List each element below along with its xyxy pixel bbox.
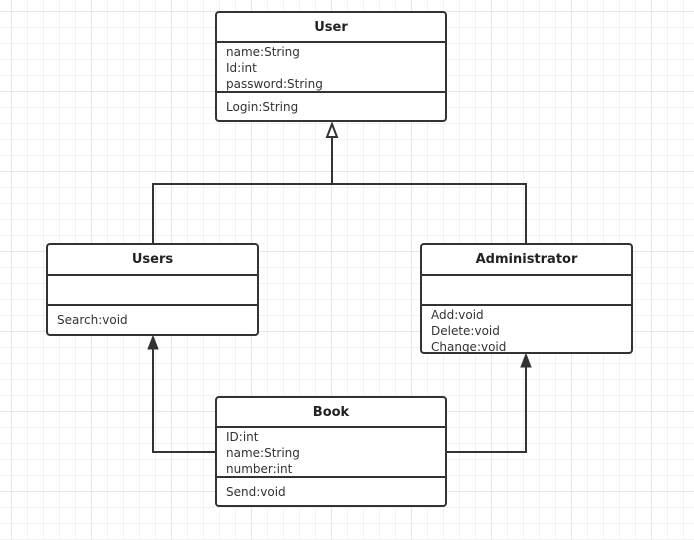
generalization-line-users: [152, 183, 332, 243]
class-name: Administrator: [422, 245, 631, 276]
arrowhead-users-icon: [147, 334, 159, 350]
association-line-book-administrator: [447, 365, 527, 453]
attribute: name:String: [226, 446, 300, 460]
operation: Login:String: [226, 100, 299, 114]
operation: Change:void: [431, 340, 507, 354]
class-user[interactable]: User name:String Id:int password:String …: [215, 11, 447, 122]
class-name: User: [217, 13, 445, 43]
arrowhead-administrator-icon: [520, 352, 532, 368]
attributes-section: [48, 276, 257, 306]
generalization-arrowhead-icon: [325, 121, 339, 138]
attribute: name:String: [226, 45, 300, 59]
attribute: Id:int: [226, 61, 257, 75]
operation: Delete:void: [431, 324, 500, 338]
attribute: ID:int: [226, 430, 259, 444]
attribute: password:String: [226, 77, 323, 91]
association-line-book-users: [152, 347, 215, 453]
operations-section: Login:String: [217, 93, 445, 116]
operation: Search:void: [57, 313, 128, 327]
attributes-section: name:String Id:int password:String: [217, 43, 445, 93]
generalization-line-administrator: [332, 183, 527, 243]
operation: Send:void: [226, 485, 286, 499]
operations-section: Add:void Delete:void Change:void: [422, 306, 631, 354]
class-name: Book: [217, 398, 445, 428]
operations-section: Search:void: [48, 306, 257, 329]
attributes-section: ID:int name:String number:int: [217, 428, 445, 478]
class-users[interactable]: Users Search:void: [46, 243, 259, 336]
attributes-section: [422, 276, 631, 306]
class-name: Users: [48, 245, 257, 276]
operations-section: Send:void: [217, 478, 445, 501]
attribute: number:int: [226, 462, 293, 476]
operation: Add:void: [431, 308, 484, 322]
class-administrator[interactable]: Administrator Add:void Delete:void Chang…: [420, 243, 633, 354]
class-book[interactable]: Book ID:int name:String number:int Send:…: [215, 396, 447, 507]
